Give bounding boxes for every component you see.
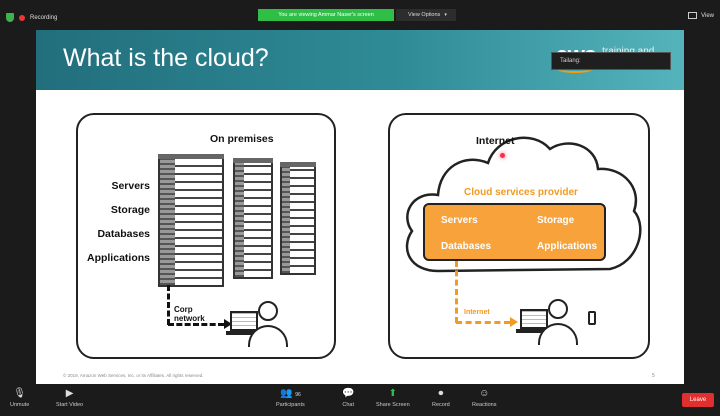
microphone-muted-icon: 🎙 [13, 388, 26, 399]
aws-smile-icon [558, 66, 592, 73]
share-screen-button[interactable]: ⬆ Share Screen [376, 388, 410, 408]
network-label: network [174, 314, 205, 323]
tagline-line1: training and [602, 46, 654, 57]
service-databases: Databases [441, 241, 492, 252]
participants-button[interactable]: 👥 96 Participants [276, 388, 305, 408]
start-video-label: Start Video [56, 402, 84, 408]
laser-pointer [500, 153, 505, 158]
record-dot-icon [19, 14, 25, 21]
cloud-panel: Internet Cloud services provider Servers… [388, 113, 650, 359]
chevron-down-icon: ▾ [444, 12, 447, 18]
meeting-top-bar: Recording You are viewing Ammar Naser's … [0, 0, 720, 30]
arrow-right-icon [510, 317, 518, 327]
unmute-button[interactable]: 🎙 Unmute [10, 388, 29, 408]
slide-title: What is the cloud? [63, 44, 269, 72]
server-rack-icon [158, 154, 224, 287]
server-rack-icon [280, 162, 316, 275]
network-link-line [167, 285, 170, 325]
label-storage: Storage [110, 204, 150, 216]
leave-button[interactable]: Leave [682, 393, 714, 407]
participants-label: Participants [276, 402, 305, 408]
reactions-icon: ☺ [479, 388, 490, 399]
corp-label: Corp [174, 305, 193, 314]
internet-link-label: Internet [464, 309, 490, 316]
meeting-controls: 🎙 Unmute ▶ Start Video 👥 96 Participants… [0, 384, 720, 416]
screen-share-banner: You are viewing Ammar Naser's screen [258, 9, 394, 21]
reactions-button[interactable]: ☺ Reactions [472, 388, 496, 408]
corp-network-label: Corp network [174, 305, 205, 323]
view-options-label: View Options [408, 12, 441, 18]
label-servers: Servers [111, 180, 150, 192]
view-label: View [701, 12, 714, 19]
shield-icon [6, 13, 14, 22]
view-button[interactable]: View [688, 12, 714, 19]
laptop-icon [520, 309, 548, 329]
video-camera-icon: ▶ [65, 388, 74, 399]
share-screen-label: Share Screen [376, 402, 410, 408]
tablet-icon [588, 311, 596, 325]
internet-link-line [456, 321, 510, 324]
recording-label: Recording [30, 14, 58, 21]
start-video-button[interactable]: ▶ Start Video [56, 388, 83, 408]
cloud-provider-label: Cloud services provider [464, 187, 578, 198]
cloud-services-box: Servers Storage Databases Applications [423, 203, 606, 261]
record-icon: ⏺ [438, 388, 444, 399]
slide-page-number: 5 [652, 373, 655, 379]
captions-box: Tailang: [551, 52, 671, 70]
reactions-label: Reactions [472, 402, 497, 408]
label-applications: Applications [86, 252, 150, 264]
user-icon [258, 301, 278, 321]
unmute-label: Unmute [10, 402, 30, 408]
participants-icon: 👥 96 [279, 388, 301, 399]
service-servers: Servers [441, 215, 478, 226]
recording-indicator: Recording [6, 13, 57, 22]
service-applications: Applications [537, 241, 598, 252]
share-screen-icon: ⬆ [388, 388, 398, 399]
monitor-icon [688, 12, 698, 19]
on-premises-heading: On premises [210, 133, 274, 145]
server-rack-icon [233, 158, 273, 279]
network-link-line [168, 323, 224, 326]
slide-footer: © 2019, Amazon Web Services, Inc. or its… [63, 373, 204, 378]
internet-link-line [455, 261, 458, 323]
service-storage: Storage [537, 215, 575, 226]
internet-label: Internet [476, 135, 515, 147]
view-options-button[interactable]: View Options▾ [396, 9, 456, 21]
record-button[interactable]: ⏺ Record [432, 388, 450, 408]
chat-icon: 💬 [342, 388, 355, 399]
user-icon [548, 299, 568, 319]
record-label: Record [432, 402, 450, 408]
shared-slide: What is the cloud? aws training and cert… [36, 30, 684, 384]
chat-button[interactable]: 💬 Chat [342, 388, 354, 408]
on-premises-labels: Servers Storage Databases Applications [78, 180, 150, 276]
participant-count: 96 [295, 392, 301, 398]
arrow-right-icon [224, 319, 232, 329]
chat-label: Chat [342, 402, 355, 408]
label-databases: Databases [97, 228, 150, 240]
laptop-icon [230, 311, 258, 331]
on-premises-panel: On premises Servers Storage Databases Ap… [76, 113, 336, 359]
